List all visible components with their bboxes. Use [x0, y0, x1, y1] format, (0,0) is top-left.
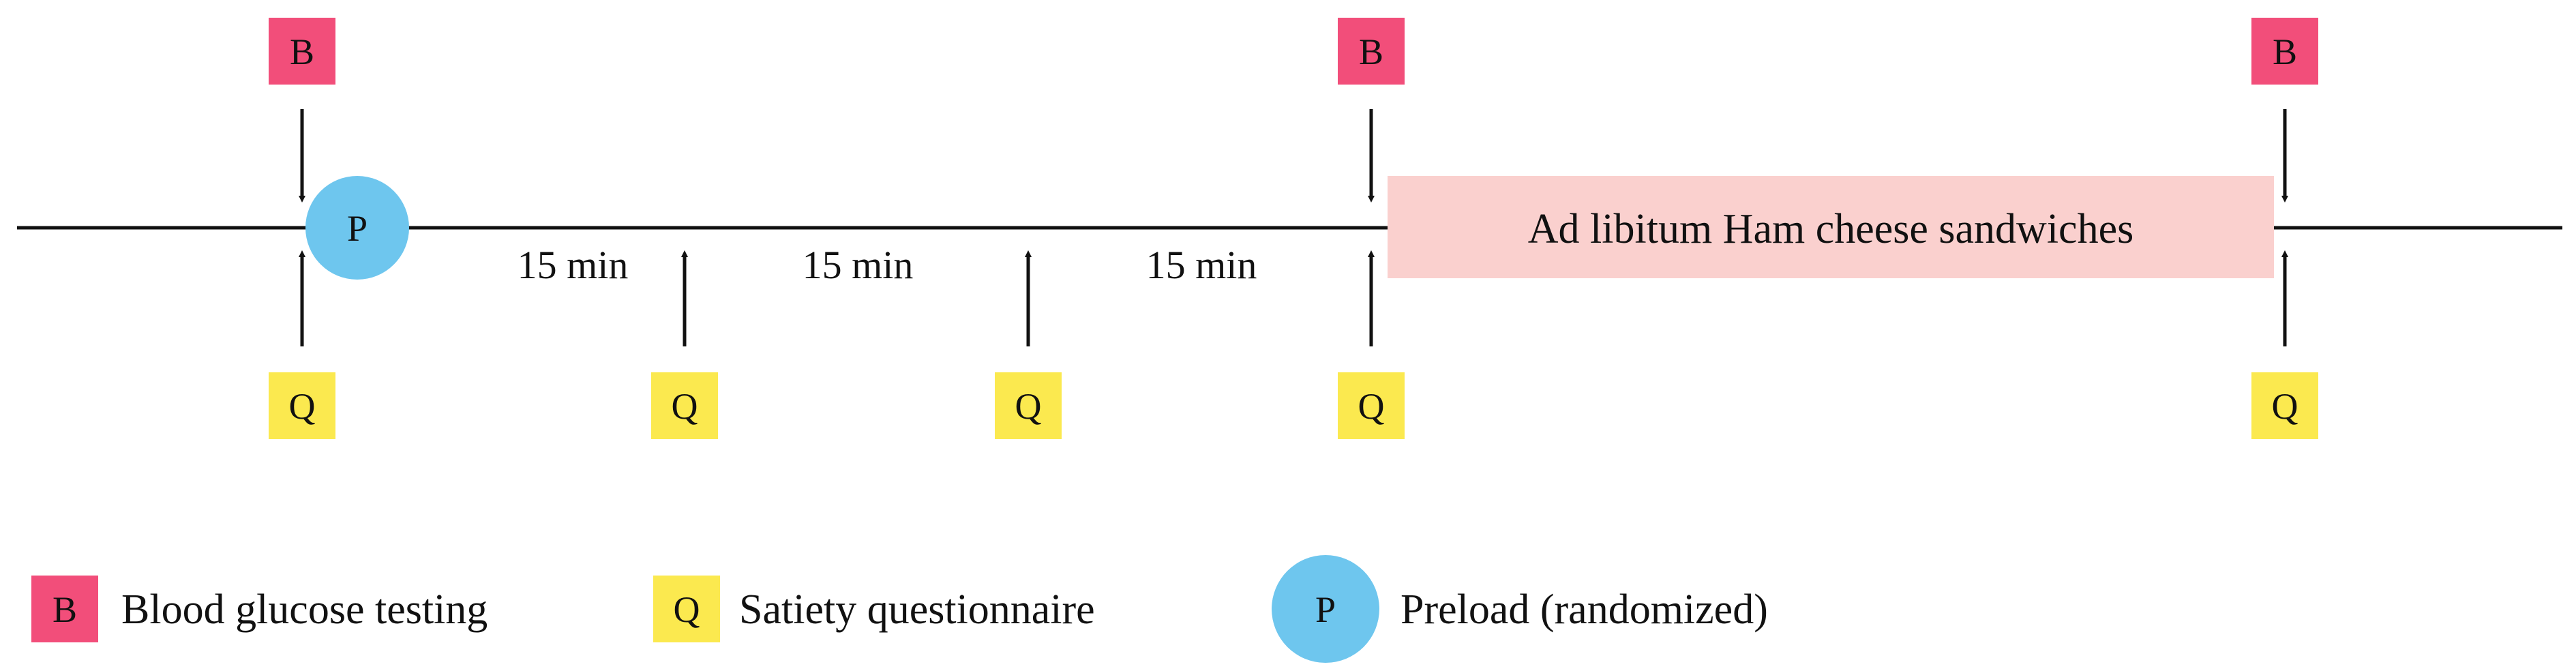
meal-box — [1388, 176, 2274, 278]
meal-block: Ad libitum Ham cheese sandwiches — [1388, 176, 2274, 278]
preload-marker: P — [305, 176, 409, 280]
b-letter: B — [2273, 31, 2297, 72]
q-letter: Q — [1015, 386, 1042, 427]
q-box — [995, 372, 1062, 439]
legend: B Blood glucose testing Q Satiety questi… — [31, 555, 1768, 663]
b-letter: B — [290, 31, 314, 72]
legend-item-questionnaire: Q Satiety questionnaire — [653, 576, 1095, 642]
blood-glucose-marker-1: B — [269, 18, 335, 203]
interval-label-3: 15 min — [1146, 243, 1257, 287]
blood-glucose-marker-3: B — [2251, 18, 2318, 203]
q-letter: Q — [1358, 386, 1385, 427]
legend-p-letter: P — [1315, 589, 1336, 630]
questionnaire-marker-5: Q — [2251, 250, 2318, 439]
meal-label: Ad libitum Ham cheese sandwiches — [1528, 206, 2133, 252]
interval-label-2: 15 min — [803, 243, 914, 287]
legend-item-preload: P Preload (randomized) — [1272, 555, 1768, 663]
questionnaire-marker-2: Q — [651, 250, 718, 439]
q-letter: Q — [289, 386, 316, 427]
questionnaire-marker-4: Q — [1338, 250, 1405, 439]
legend-q-box — [653, 576, 720, 642]
b-letter: B — [1359, 31, 1383, 72]
q-box — [269, 372, 335, 439]
b-box — [1338, 18, 1405, 85]
legend-b-label: Blood glucose testing — [121, 586, 488, 633]
preload-circle — [305, 176, 409, 280]
legend-b-letter: B — [53, 589, 77, 630]
q-box — [651, 372, 718, 439]
q-box — [2251, 372, 2318, 439]
interval-label-1: 15 min — [518, 243, 629, 287]
blood-glucose-marker-2: B — [1338, 18, 1405, 203]
q-letter: Q — [672, 386, 698, 427]
b-box — [269, 18, 335, 85]
legend-p-label: Preload (randomized) — [1401, 586, 1768, 633]
legend-q-label: Satiety questionnaire — [739, 586, 1095, 633]
legend-p-circle — [1272, 555, 1379, 663]
legend-item-blood-glucose: B Blood glucose testing — [31, 576, 488, 642]
q-box — [1338, 372, 1405, 439]
legend-q-letter: Q — [674, 589, 700, 630]
preload-letter: P — [347, 208, 368, 249]
questionnaire-marker-3: Q — [995, 250, 1062, 439]
questionnaire-marker-1: Q — [269, 250, 335, 439]
b-box — [2251, 18, 2318, 85]
q-letter: Q — [2272, 386, 2298, 427]
legend-b-box — [31, 576, 98, 642]
